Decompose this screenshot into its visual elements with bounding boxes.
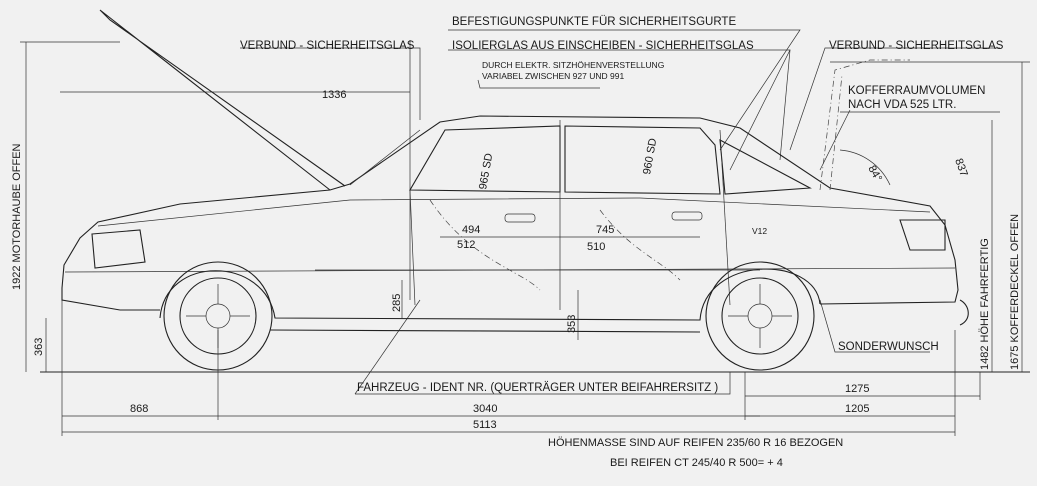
dim-837: 837 bbox=[952, 157, 970, 178]
seatbelt-anchors-label: BEFESTIGUNGSPUNKTE FÜR SICHERHEITSGURTE bbox=[452, 16, 736, 28]
laminated-glass-front-label: VERBUND - SICHERHEITSGLAS bbox=[240, 40, 415, 52]
rear-wheel bbox=[705, 261, 815, 371]
dim-angle: 84° bbox=[865, 164, 884, 184]
special-request-label: SONDERWUNSCH bbox=[838, 341, 939, 353]
laminated-glass-rear-label: VERBUND - SICHERHEITSGLAS bbox=[829, 40, 1004, 52]
dim-1336: 1336 bbox=[322, 89, 346, 101]
open-hood bbox=[99, 9, 346, 191]
badge-label: V12 bbox=[752, 226, 767, 236]
vehicle-ident-label: FAHRZEUG - IDENT NR. (QUERTRÄGER UNTER B… bbox=[357, 382, 718, 394]
seat-height-line2: VARIABEL ZWISCHEN 927 UND 991 bbox=[482, 71, 624, 81]
dim-745: 745 bbox=[596, 224, 614, 236]
trunk-volume-line2: NACH VDA 525 LTR. bbox=[848, 99, 956, 111]
insulated-glass-label: ISOLIERGLAS AUS EINSCHEIBEN - SICHERHEIT… bbox=[452, 40, 754, 52]
note-line2: BEI REIFEN CT 245/40 R 500= + 4 bbox=[610, 457, 783, 469]
seat-height-line1: DURCH ELEKTR. SITZHÖHENVERSTELLUNG bbox=[482, 60, 664, 70]
dim-494: 494 bbox=[462, 224, 480, 236]
dim-5113: 5113 bbox=[473, 419, 497, 431]
trunk-open-label: 1675 KOFFERDECKEL OFFEN bbox=[1009, 214, 1021, 370]
dim-960sd: 960 SD bbox=[641, 137, 659, 175]
trunk-volume-line1: KOFFERRAUMVOLUMEN bbox=[848, 85, 985, 97]
dim-1205: 1205 bbox=[845, 403, 869, 415]
front-wheel bbox=[163, 261, 273, 371]
dim-510: 510 bbox=[587, 241, 605, 253]
height-ready-label: 1482 HÖHE FAHRFERTIG bbox=[979, 238, 991, 370]
note-line1: HÖHENMASSE SIND AUF REIFEN 235/60 R 16 B… bbox=[548, 437, 843, 449]
hood-open-label: 1922 MOTORHAUBE OFFEN bbox=[11, 143, 23, 290]
dim-285: 285 bbox=[391, 294, 403, 312]
dim-512: 512 bbox=[457, 239, 475, 251]
dim-3040: 3040 bbox=[473, 403, 497, 415]
dimension-lines bbox=[20, 40, 1030, 436]
dim-353: 353 bbox=[566, 315, 578, 333]
dim-363: 363 bbox=[33, 338, 45, 356]
leader-lines bbox=[240, 29, 1000, 395]
dim-1275: 1275 bbox=[845, 383, 869, 395]
dim-965sd: 965 SD bbox=[477, 152, 495, 190]
car-body bbox=[61, 9, 969, 333]
dim-868: 868 bbox=[130, 403, 148, 415]
